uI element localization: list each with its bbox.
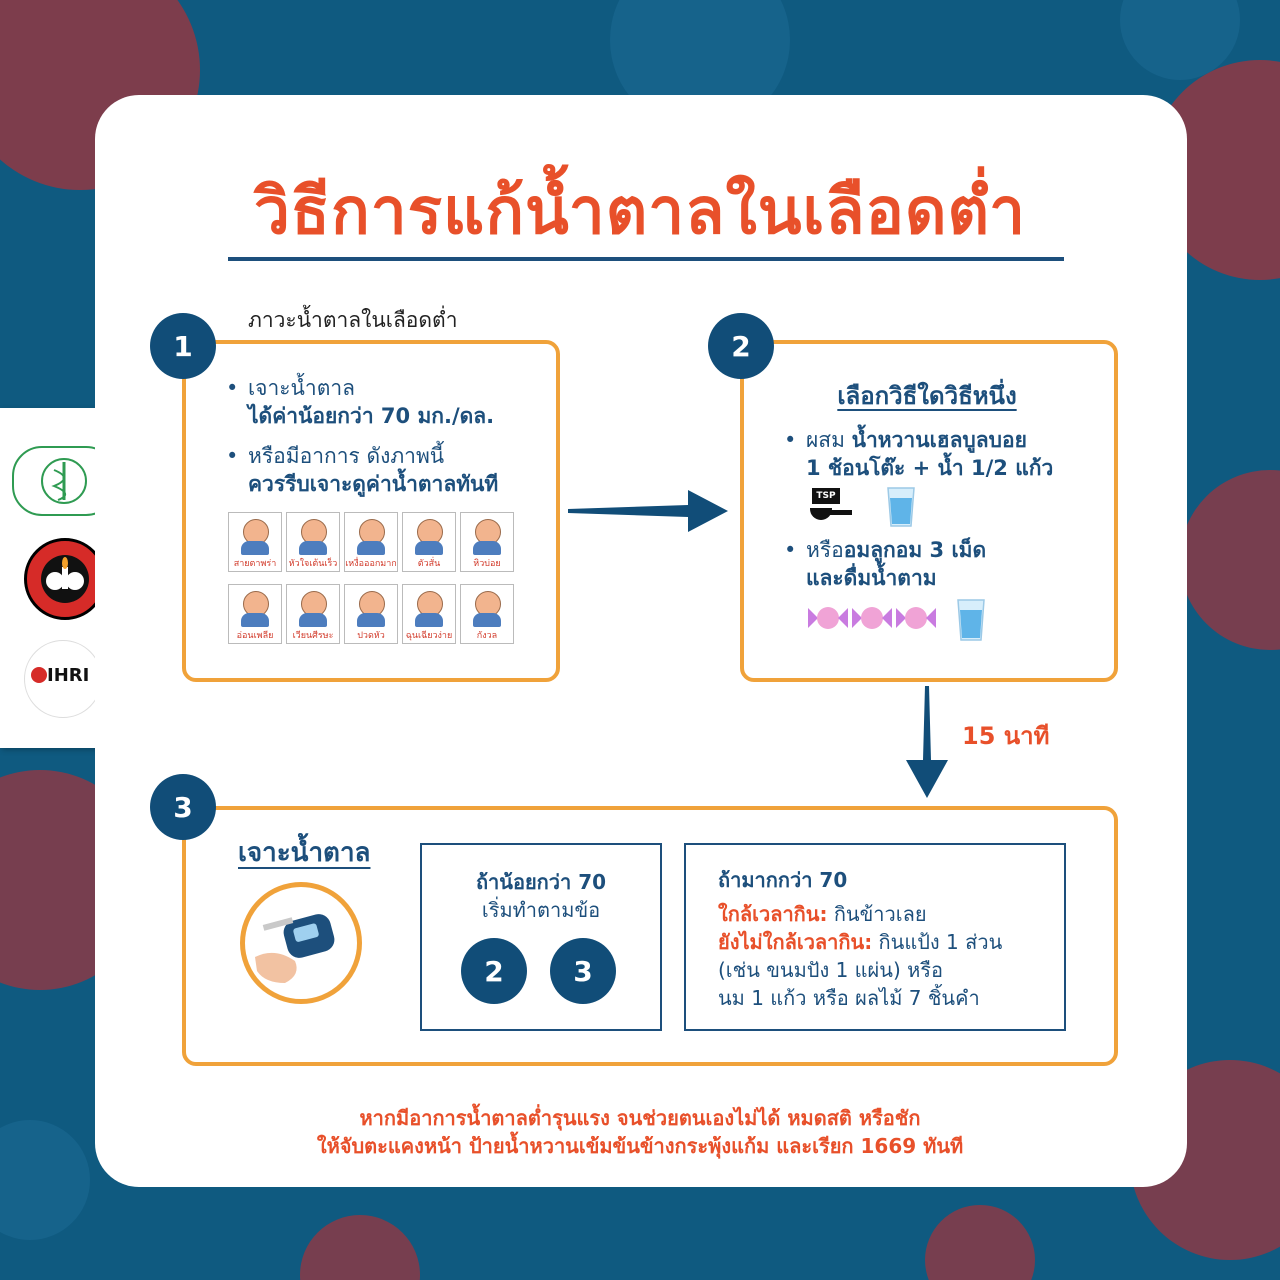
candy-icon [896,607,936,629]
arrow-down-icon [906,686,948,798]
step2-option-1-syrup: น้ำหวานเฮลบูลบอย [851,428,1027,452]
more-than-70-box [684,843,1066,1031]
step2-option-2: • หรืออมลูกอม 3 เม็ด และดื่มน้ำตาม [784,538,987,590]
step1-bullet-1-line1: เจาะน้ำตาล [248,376,355,400]
not-near-meal-label: ยังไม่ใกล้เวลากิน: [718,930,873,954]
caduceus-icon [41,458,87,504]
glucose-meter-illustration [240,882,362,1004]
less-than-70-subtitle: เริ่มทำตามข้อ [481,898,601,922]
step2-option-1: • ผสม น้ำหวานเฮลบูลบอย 1 ช้อนโต๊ะ + น้ำ … [784,428,1054,480]
step2-number: 2 [708,313,774,379]
symptom-label: กังวล [476,631,498,641]
more-than-70-line4: นม 1 แก้ว หรือ ผลไม้ 7 ชิ้นคำ [718,986,980,1010]
footer-line-2: ให้จับตะแคงหน้า ป้ายน้ำหวานเข้มข้นข้างกร… [316,1134,964,1158]
near-meal-text: กินข้าวเลย [827,902,927,926]
step2-option-2-candy: อมลูกอม 3 เม็ด [843,538,987,562]
symptom-label: เวียนศีรษะ [292,631,334,641]
symptom-card: กังวล [460,584,514,644]
symptom-card: อ่อนเพลีย [228,584,282,644]
title-divider [228,257,1064,261]
candy-icons [808,599,985,641]
step1-bullet-2-line2: ควรรีบเจาะดูค่าน้ำตาลทันที [248,472,499,496]
step1-bullet-1: • เจาะน้ำตาล ได้ค่าน้อยกว่า 70 มก./ดล. [226,376,495,428]
repeat-step-2-badge: 2 [461,938,527,1004]
symptom-card: ปวดหัว [344,584,398,644]
step1-heading: ภาวะน้ำตาลในเลือดต่ำ [248,308,458,332]
more-than-70-line3: (เช่น ขนมปัง 1 แผ่น) หรือ [718,958,944,982]
less-than-70-box [420,843,662,1031]
tablespoon-icon: TSP [810,488,854,524]
association-logo-2 [24,538,106,620]
footer-line-1: หากมีอาการน้ำตาลต่ำรุนแรง จนช่วยตนเองไม่… [359,1106,921,1130]
step1-bullet-1-line2: ได้ค่าน้อยกว่า 70 มก./ดล. [248,404,495,428]
symptom-card: เวียนศีรษะ [286,584,340,644]
water-glass-icon [957,599,985,641]
water-glass-icon [887,487,915,527]
step2-heading: เลือกวิธีใดวิธีหนึ่ง [837,382,1017,410]
step2-option-1-line2: 1 ช้อนโต๊ะ + น้ำ 1/2 แก้ว [806,456,1054,480]
symptom-label: หัวใจเต้นเร็ว [288,559,338,569]
not-near-meal-text: กินแป้ง 1 ส่วน [872,930,1003,954]
symptom-label: หิวบ่อย [473,559,501,569]
tsp-label: TSP [812,488,840,504]
symptom-card: ตัวสั่น [402,512,456,572]
ihri-dot-icon [31,667,47,683]
more-than-70-content: ถ้ามากกว่า 70 ใกล้เวลากิน: กินข้าวเลย ยั… [718,866,1002,1012]
symptom-card: ฉุนเฉียวง่าย [402,584,456,644]
step2-option-2-prefix: หรือ [806,538,844,562]
symptom-card: หัวใจเต้นเร็ว [286,512,340,572]
symptom-label: อ่อนเพลีย [236,631,274,641]
ihri-logo-text: IHRI [47,665,90,686]
less-than-70-title: ถ้าน้อยกว่า 70 [475,870,607,894]
step2-option-2-line2: และดื่มน้ำตาม [806,566,937,590]
page-title: วิธีการแก้น้ำตาลในเลือดต่ำ [253,175,1027,249]
step1-bullet-2: • หรือมีอาการ ดังภาพนี้ ควรรีบเจาะดูค่าน… [226,444,499,496]
glucose-meter-icon [255,914,335,983]
step3-number: 3 [150,774,216,840]
repeat-step-3-badge: 3 [550,938,616,1004]
step1-bullet-2-line1: หรือมีอาการ ดังภาพนี้ [248,444,445,468]
step2-option-1-prefix: ผสม [806,428,852,452]
candy-icon [808,607,848,629]
arrow-right-icon [568,490,728,532]
symptom-label: ฉุนเฉียวง่าย [405,631,453,641]
symptom-label: เหงื่อออกมาก [345,559,397,569]
symptom-label: ตัวสั่น [417,559,441,569]
more-than-70-title: ถ้ามากกว่า 70 [718,868,848,892]
step2-box [740,340,1118,682]
ihri-logo: IHRI [24,640,102,718]
candy-icon [852,607,892,629]
symptom-label: ปวดหัว [357,631,385,641]
near-meal-label: ใกล้เวลากิน: [718,902,828,926]
step1-number: 1 [150,313,216,379]
symptom-card: หิวบ่อย [460,512,514,572]
symptom-label: สายตาพร่า [233,559,277,569]
symptom-card: สายตาพร่า [228,512,282,572]
step3-heading: เจาะน้ำตาล [238,838,371,868]
symptom-card: เหงื่อออกมาก [344,512,398,572]
wait-time-label: 15 นาที [962,722,1050,750]
candle-logo-icon [41,555,89,603]
